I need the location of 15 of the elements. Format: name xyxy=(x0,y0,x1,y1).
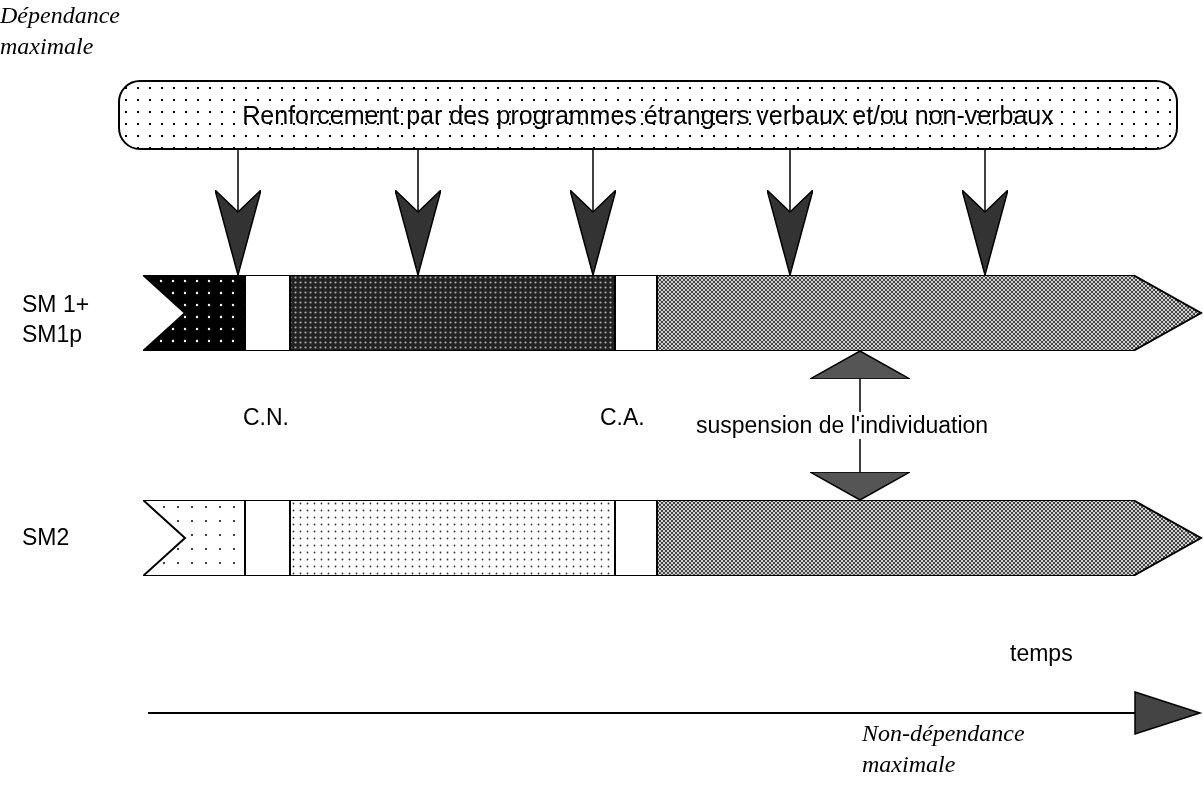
arrow xyxy=(214,149,262,276)
arrow-bar xyxy=(143,500,1203,576)
arrow xyxy=(961,149,1009,276)
arrow xyxy=(766,149,814,276)
arrow-bar xyxy=(143,275,1203,351)
arrow xyxy=(809,350,911,501)
corner-note: Dépendance maximale xyxy=(0,1,121,62)
phase-label: C.N. xyxy=(243,404,289,431)
arrow xyxy=(394,149,442,276)
corner-note: Non-dépendance maximale xyxy=(862,719,1026,780)
bar-label: SM2 xyxy=(22,523,71,552)
arrow xyxy=(569,149,617,276)
axis-label: temps xyxy=(1010,640,1073,667)
phase-label: C.A. xyxy=(600,404,645,431)
bar-label: SM 1+ SM1p xyxy=(22,290,91,349)
